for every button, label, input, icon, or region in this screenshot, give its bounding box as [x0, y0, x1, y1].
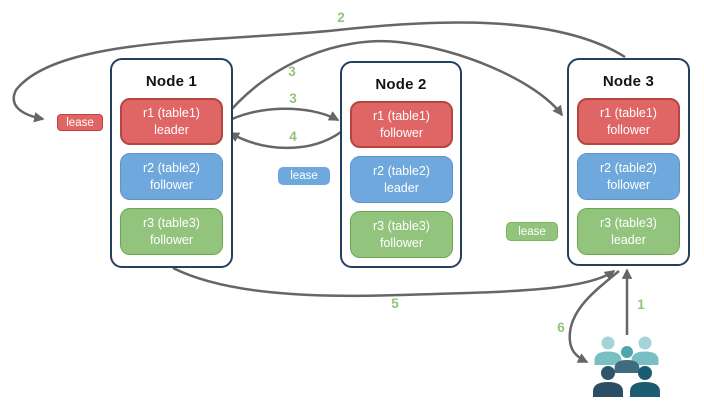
arrow-step-4 [228, 130, 342, 150]
user-back-left [594, 336, 622, 365]
replica-name: r3 (table3) [373, 219, 430, 233]
step-label-2: 2 [337, 10, 345, 25]
arrow-step-2 [12, 21, 626, 123]
step-label-3b: 3 [289, 91, 297, 106]
user-middle-center [614, 346, 640, 373]
replica-role: follower [149, 177, 194, 192]
node-2: Node 2 r1 (table1) follower r2 (table2) … [340, 61, 462, 268]
node3-replica-r2: r2 (table2) follower [577, 153, 680, 200]
replica-name: r2 (table2) [600, 161, 657, 175]
step-label-3a: 3 [288, 64, 296, 79]
step-label-5: 5 [391, 296, 399, 311]
replica-role: follower [379, 125, 424, 140]
step-label-4: 4 [289, 129, 297, 144]
node2-replica-r2: r2 (table2) leader [350, 156, 453, 203]
replica-role: leader [154, 122, 189, 137]
node1-replica-r3: r3 (table3) follower [120, 208, 223, 255]
replica-role: follower [606, 122, 651, 137]
node-1: Node 1 r1 (table1) leader r2 (table2) fo… [110, 58, 233, 268]
lease-badge-r1: lease [57, 114, 103, 131]
replica-name: r1 (table1) [600, 106, 657, 120]
node-3-title: Node 3 [602, 73, 655, 90]
replica-name: r1 (table1) [373, 109, 430, 123]
node3-replica-r3: r3 (table3) leader [577, 208, 680, 255]
arrow-step-3-to-node3 [223, 39, 564, 119]
replica-role: leader [384, 180, 419, 195]
node-1-title: Node 1 [145, 73, 198, 90]
user-back-right [631, 336, 659, 365]
arrow-step-5 [172, 266, 616, 298]
replica-name: r3 (table3) [143, 216, 200, 230]
replica-name: r2 (table2) [143, 161, 200, 175]
arrow-step-3-to-node2 [223, 107, 340, 125]
lease-badge-r3: lease [506, 222, 558, 241]
replica-name: r3 (table3) [600, 216, 657, 230]
step-label-1: 1 [637, 297, 645, 312]
replica-name: r1 (table1) [143, 106, 200, 120]
node-2-title: Node 2 [375, 76, 427, 93]
users-icon [593, 336, 660, 397]
replica-role: follower [606, 177, 651, 192]
user-front-left [593, 366, 623, 397]
replica-role: follower [379, 235, 424, 250]
arrow-step-6 [568, 270, 620, 364]
step-label-6: 6 [557, 320, 565, 335]
lease-badge-r2: lease [278, 167, 330, 185]
user-front-right [630, 366, 660, 397]
replica-role: leader [611, 232, 646, 247]
replica-name: r2 (table2) [373, 164, 430, 178]
replica-role: follower [149, 232, 194, 247]
node-3: Node 3 r1 (table1) follower r2 (table2) … [567, 58, 690, 266]
node3-replica-r1: r1 (table1) follower [577, 98, 680, 145]
node1-replica-r2: r2 (table2) follower [120, 153, 223, 200]
node1-replica-r1: r1 (table1) leader [120, 98, 223, 145]
node2-replica-r1: r1 (table1) follower [350, 101, 453, 148]
node2-replica-r3: r3 (table3) follower [350, 211, 453, 258]
